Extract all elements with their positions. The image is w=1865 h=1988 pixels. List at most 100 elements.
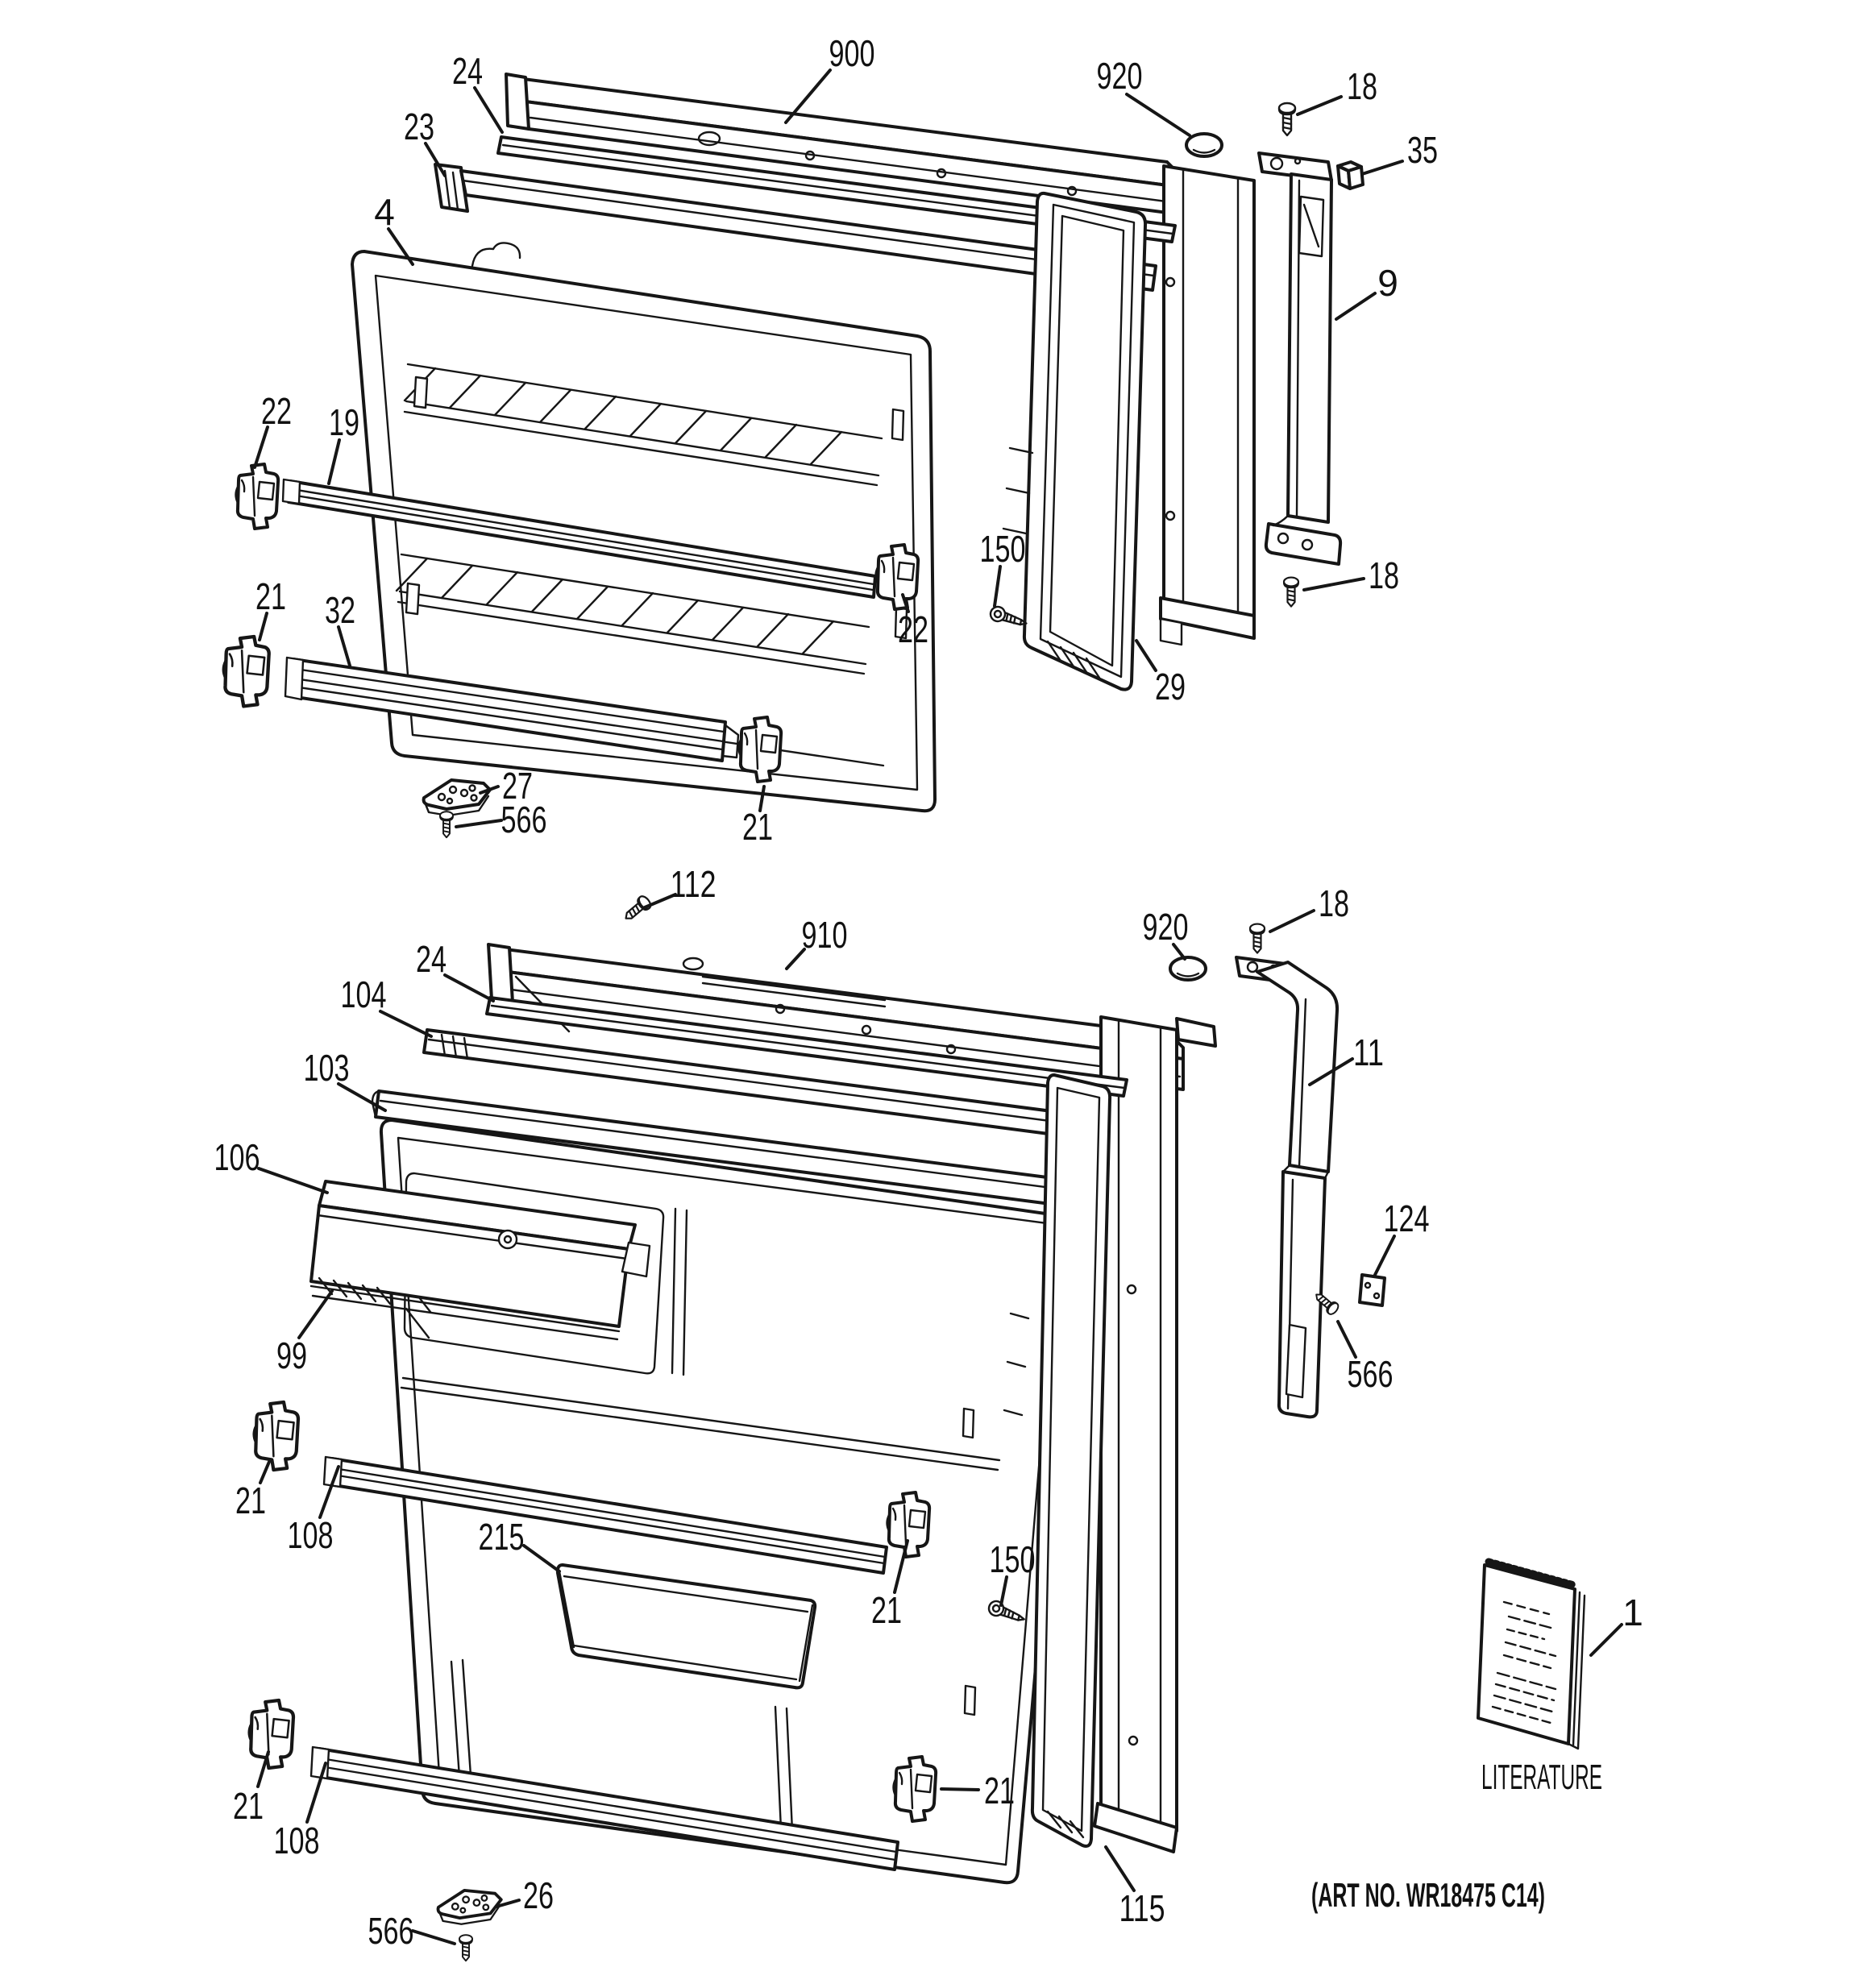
callout-19: 19 [329,401,359,443]
leader-line-21 [259,1460,271,1484]
callout-11: 11 [1353,1031,1384,1073]
part-1-literature-booklet [1477,1558,1586,1750]
callout-112: 112 [671,863,717,905]
leader-line-18 [1302,577,1365,591]
callout-103: 103 [304,1047,350,1089]
callout-18: 18 [1319,882,1349,924]
leader-line-21 [940,1787,980,1791]
leader-line-103 [337,1082,387,1112]
leader-line-29 [1135,639,1157,672]
leader-line-112 [643,893,677,909]
leader-line-18 [1296,95,1343,116]
callout-4: 4 [374,191,395,233]
callout-21: 21 [235,1480,266,1521]
callout-108: 108 [288,1514,334,1556]
callout-23: 23 [404,106,434,147]
callout-910: 910 [802,914,848,956]
leader-line-21 [258,612,268,641]
part-21-clip-bottom-left [249,1700,293,1768]
callout-26: 26 [523,1874,554,1916]
literature-caption: LITERATURE [1481,1758,1602,1797]
leader-line-35 [1360,160,1404,176]
callout-106: 106 [214,1136,260,1178]
leader-line-150 [993,565,1002,608]
part-18-screw-freezer-bottom [1282,576,1300,608]
callout-18: 18 [1369,554,1399,596]
callout-32: 32 [325,589,355,631]
part-35-bushing [1336,160,1364,190]
leader-line-920 [1125,93,1191,137]
callout-920: 920 [1097,55,1143,97]
part-21-clip-mid-left [254,1402,298,1470]
part-150-screw-freezer [988,604,1030,629]
part-112-screw [620,893,654,925]
part-910-fresh-food-outer-door [487,943,1217,1853]
callout-215: 215 [479,1516,525,1558]
part-108-shelf-bar-middle [322,1455,888,1575]
leader-line-106 [257,1167,329,1194]
callout-1: 1 [1622,1592,1643,1633]
callout-99: 99 [276,1334,307,1376]
leader-line-566 [411,1929,456,1945]
part-124-handle-mount-clip [1358,1273,1386,1307]
part-9-freezer-door-handle [1257,151,1343,566]
part-26-hinge-plate [436,1888,503,1926]
art-number-caption: (ART NO. WR18475 C14) [1311,1876,1545,1914]
part-18-screw-freezer-top [1277,102,1297,137]
leader-line-21 [758,785,766,812]
leader-line-124 [1373,1235,1396,1276]
callout-566: 566 [1348,1353,1394,1395]
callout-22: 22 [261,390,292,432]
callout-27: 27 [502,765,533,807]
leader-line-19 [327,438,341,485]
callout-104: 104 [341,973,387,1015]
part-566-screw-bottom [459,1934,473,1962]
part-920-hole-plug-fresh [1169,956,1207,982]
leader-line-99 [297,1289,334,1339]
callout-21: 21 [255,575,286,617]
part-32-freezer-lower-shelf-bar [284,656,740,762]
fresh-food-door-assembly [249,893,1586,1962]
callout-24: 24 [416,938,447,980]
leader-line-32 [337,625,351,667]
callout-21: 21 [742,806,773,848]
part-19-freezer-shelf-bar [281,478,877,599]
part-23-freezer-trim [434,163,1157,292]
leader-line-18 [1269,909,1315,933]
callout-21: 21 [233,1785,264,1827]
callout-35: 35 [1407,129,1438,171]
leader-line-4 [387,227,414,266]
part-11-fresh-food-door-handle [1235,956,1340,1419]
leader-line-26 [495,1899,521,1908]
callout-900: 900 [829,32,875,74]
part-115-fresh-food-door-gasket [1003,1073,1112,1848]
leader-line-900 [784,68,832,124]
callout-18: 18 [1347,65,1377,107]
leader-line-1 [1589,1623,1623,1657]
leader-line-566 [1336,1320,1357,1359]
leader-line-27 [479,785,500,795]
callout-21: 21 [871,1589,902,1631]
part-566-screw-freezer [439,811,454,839]
leader-line-115 [1104,1845,1136,1892]
part-900-freezer-outer-door [505,73,1256,646]
leader-line-11 [1308,1057,1354,1086]
leader-line-910 [785,948,806,970]
leader-line-23 [424,142,447,177]
leader-line-24 [473,86,504,134]
callout-108: 108 [274,1820,320,1861]
leader-line-22 [901,593,910,613]
part-108-shelf-bar-bottom [309,1745,899,1871]
part-21-clip-lower-left [223,637,269,706]
callout-22: 22 [898,608,928,650]
leader-line-920 [1172,943,1186,961]
leader-line-566 [455,819,503,828]
leader-line-21 [256,1750,270,1788]
callout-124: 124 [1384,1197,1430,1239]
leader-line-22 [253,425,269,469]
leader-line-215 [522,1544,561,1573]
part-4-freezer-inner-door-liner [351,242,937,813]
callout-150: 150 [990,1538,1036,1580]
leader-line-24 [443,973,495,1002]
